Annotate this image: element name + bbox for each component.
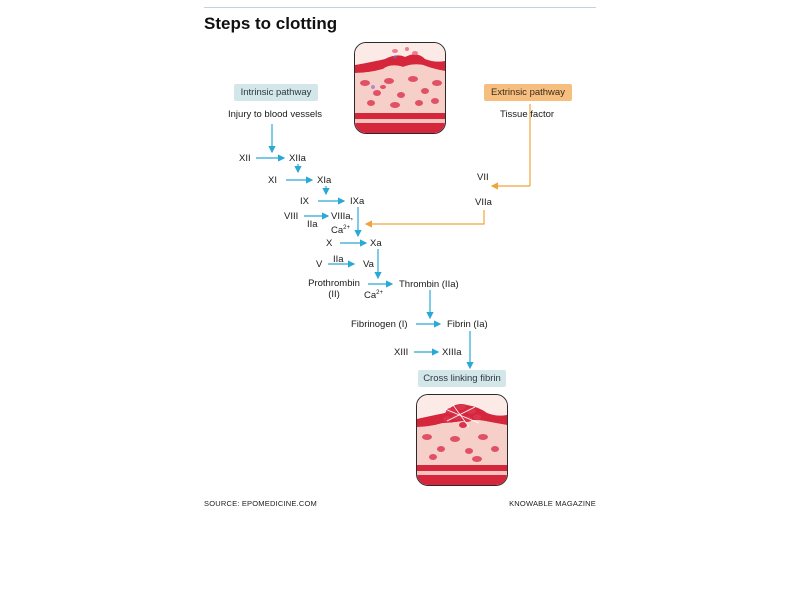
injured-vessel-drawing <box>355 43 445 133</box>
factor-xia-label: XIa <box>317 175 332 186</box>
factor-x-label: X <box>326 238 333 249</box>
factor-xi-label: XI <box>268 175 277 186</box>
fibrinogen-label: Fibrinogen (I) <box>351 319 408 330</box>
factor-v-label: V <box>316 259 323 270</box>
publisher-credit: KNOWABLE MAGAZINE <box>509 499 596 508</box>
prothrombin-name: Prothrombin <box>308 278 360 289</box>
cross-linking-fibrin-pill: Cross linking fibrin <box>418 370 506 387</box>
thrombin-label: Thrombin (IIa) <box>399 279 459 290</box>
factor-xa-label: Xa <box>370 238 382 249</box>
factor-ixa-label: IXa <box>350 196 365 207</box>
factor-viia-label: VIIa <box>475 197 492 208</box>
arrow-viia-to-ixa <box>364 210 485 228</box>
factor-xiiia-label: XIIIa <box>442 347 462 358</box>
factor-ix-label: IX <box>300 196 309 207</box>
calcium-2-charge: 2+ <box>376 290 383 296</box>
clot-drawing <box>417 395 507 485</box>
extrinsic-pathway-pill: Extrinsic pathway <box>484 84 572 101</box>
calcium-1-text: Ca <box>331 225 344 237</box>
factor-xiia-label: XIIa <box>289 153 306 164</box>
page-title: Steps to clotting <box>204 14 338 33</box>
intrinsic-pathway-pill: Intrinsic pathway <box>234 84 318 101</box>
calcium-2-label: Ca2+ <box>364 288 383 301</box>
calcium-1-label: Ca2+ <box>331 223 350 236</box>
top-rule <box>204 7 596 8</box>
calcium-2-text: Ca <box>364 290 377 302</box>
factor-viiia-label: VIIIa, <box>331 211 354 222</box>
factor-viii-label: VIII <box>284 211 299 222</box>
factor-vii-label: VII <box>477 172 489 183</box>
factor-va-label: Va <box>363 259 374 270</box>
prothrombin-code: (II) <box>328 289 340 300</box>
cofactor-iia-2-label: IIa <box>333 254 344 265</box>
calcium-1-charge: 2+ <box>343 225 350 231</box>
factor-xii-label: XII <box>239 153 251 164</box>
source-credit: SOURCE: EPOMEDICINE.COM <box>204 499 317 508</box>
injured-vessel-illustration <box>354 42 446 134</box>
clot-illustration <box>416 394 508 486</box>
fibrin-label: Fibrin (Ia) <box>447 319 488 330</box>
tissue-factor-label: Tissue factor <box>500 109 555 120</box>
prothrombin-label: Prothrombin (II) <box>304 278 364 300</box>
cofactor-iia-1-label: IIa <box>307 219 318 230</box>
factor-xiii-label: XIII <box>394 347 409 358</box>
injury-label: Injury to blood vessels <box>228 109 322 120</box>
